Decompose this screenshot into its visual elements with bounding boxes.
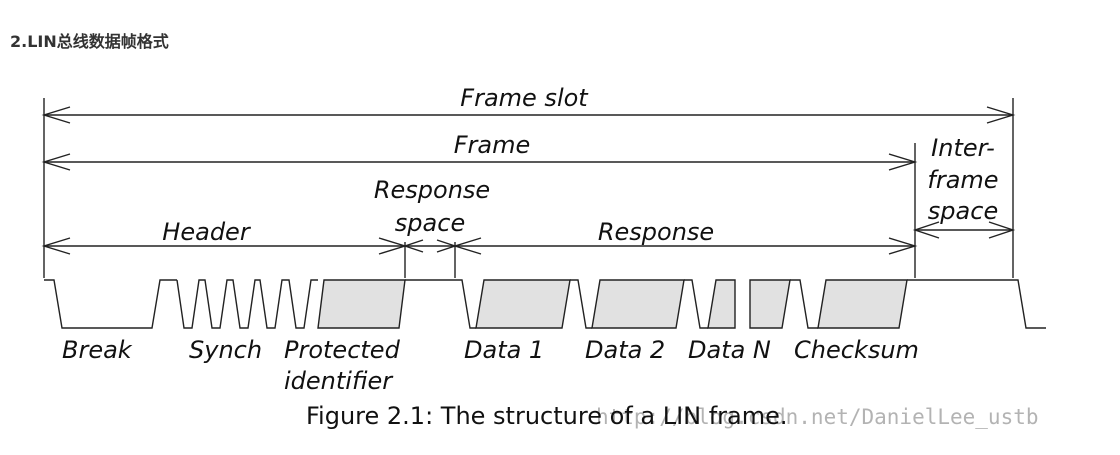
signal-waveform: [44, 276, 1046, 332]
data-n-label: Data N: [688, 336, 771, 364]
break-field: [44, 279, 177, 329]
frame-arrow: [41, 153, 918, 171]
extension-lines: [43, 98, 1014, 278]
interframe-idle: [907, 279, 1046, 329]
interbyte-gap-2: [570, 279, 592, 329]
interframe-label-line1: Inter-: [931, 134, 995, 162]
response-label: Response: [598, 218, 714, 246]
data-n-field-left: [707, 279, 736, 329]
response-arrow: [452, 237, 918, 255]
interbyte-gap-1: [405, 279, 476, 329]
checksum-field: [817, 279, 908, 329]
synch-field: [176, 279, 318, 329]
interbyte-gap-3: [684, 279, 708, 329]
protected-label-line2: identifier: [284, 367, 394, 395]
protected-label-line1: Protected: [284, 336, 401, 364]
frame-label: Frame: [454, 131, 531, 159]
break-label: Break: [62, 336, 133, 364]
interframe-label-line2: frame: [927, 166, 998, 194]
watermark: http://blog.csdn.net/DanielLee_ustb: [596, 405, 1039, 429]
protected-identifier-field: [317, 279, 406, 329]
frame-slot-label: Frame slot: [460, 84, 589, 112]
interframe-space-arrow: [912, 221, 1016, 239]
data-2-field: [591, 279, 685, 329]
header-label: Header: [162, 218, 252, 246]
data-n-break-gap: [736, 276, 749, 332]
data-n-field-right: [749, 279, 791, 329]
data-2-label: Data 2: [585, 336, 665, 364]
interframe-label-line3: space: [928, 197, 998, 225]
checksum-label: Checksum: [794, 336, 919, 364]
data-1-field: [475, 279, 571, 329]
figure-caption: Figure 2.1: The structure of a LIN frame…: [306, 402, 788, 430]
response-space-label-line1: Response: [374, 176, 490, 204]
response-space-label-line2: space: [395, 209, 465, 237]
data-1-label: Data 1: [464, 336, 544, 364]
frame-slot-arrow: [41, 106, 1016, 124]
dimension-arrows: [41, 106, 1016, 255]
section-heading: 2.LIN总线数据帧格式: [10, 32, 169, 51]
interbyte-gap-4: [790, 279, 818, 329]
response-space-arrow: [402, 239, 458, 253]
synch-label: Synch: [189, 336, 262, 364]
